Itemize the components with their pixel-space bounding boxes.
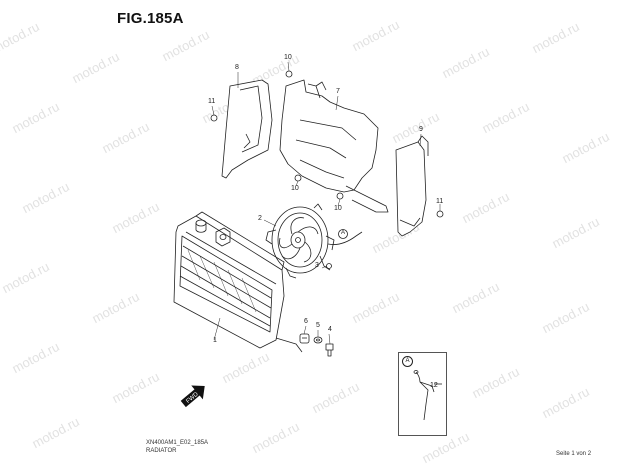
bolt-11-right	[436, 210, 444, 218]
callout-8: 8	[235, 64, 239, 71]
bolt-10-mid	[294, 174, 302, 182]
screw-3	[326, 263, 332, 269]
grommet-6	[299, 333, 310, 344]
center-shroud	[279, 79, 389, 213]
callout-12: 12	[430, 382, 438, 389]
bolt-10-low	[336, 192, 344, 200]
radiator	[173, 211, 303, 353]
callout-10-mid: 10	[291, 185, 299, 192]
bolt-4	[325, 343, 334, 357]
callout-6: 6	[304, 318, 308, 325]
footer-code: XN400AM1_E02_185A	[146, 440, 209, 446]
callout-3: 3	[315, 262, 319, 269]
inset-ref-badge: A	[402, 356, 413, 367]
bolt-11-left	[210, 114, 218, 122]
fwd-arrow-icon: FWD	[176, 377, 212, 413]
callout-11-right: 11	[436, 198, 444, 205]
callout-11-left: 11	[208, 98, 216, 105]
right-cover	[395, 135, 429, 237]
callout-10-top: 10	[284, 54, 292, 61]
inset-hose-clamp	[413, 370, 442, 421]
figure-title: FIG.185A	[117, 10, 184, 27]
page-number: Seite 1 von 2	[556, 451, 592, 457]
left-cover	[221, 79, 273, 179]
bolt-10-top	[285, 70, 293, 78]
washer-5	[313, 336, 323, 344]
connector-ref-label: A	[341, 230, 346, 236]
callout-2: 2	[258, 215, 262, 222]
callout-5: 5	[316, 322, 320, 329]
inset-box: A 12	[398, 352, 447, 436]
fan-assembly	[265, 203, 363, 279]
callout-10-low: 10	[334, 205, 342, 212]
footer-name: RADIATOR	[146, 448, 177, 454]
callout-7: 7	[336, 88, 340, 95]
callout-4: 4	[328, 326, 332, 333]
callout-1: 1	[213, 337, 217, 344]
callout-9: 9	[419, 126, 423, 133]
